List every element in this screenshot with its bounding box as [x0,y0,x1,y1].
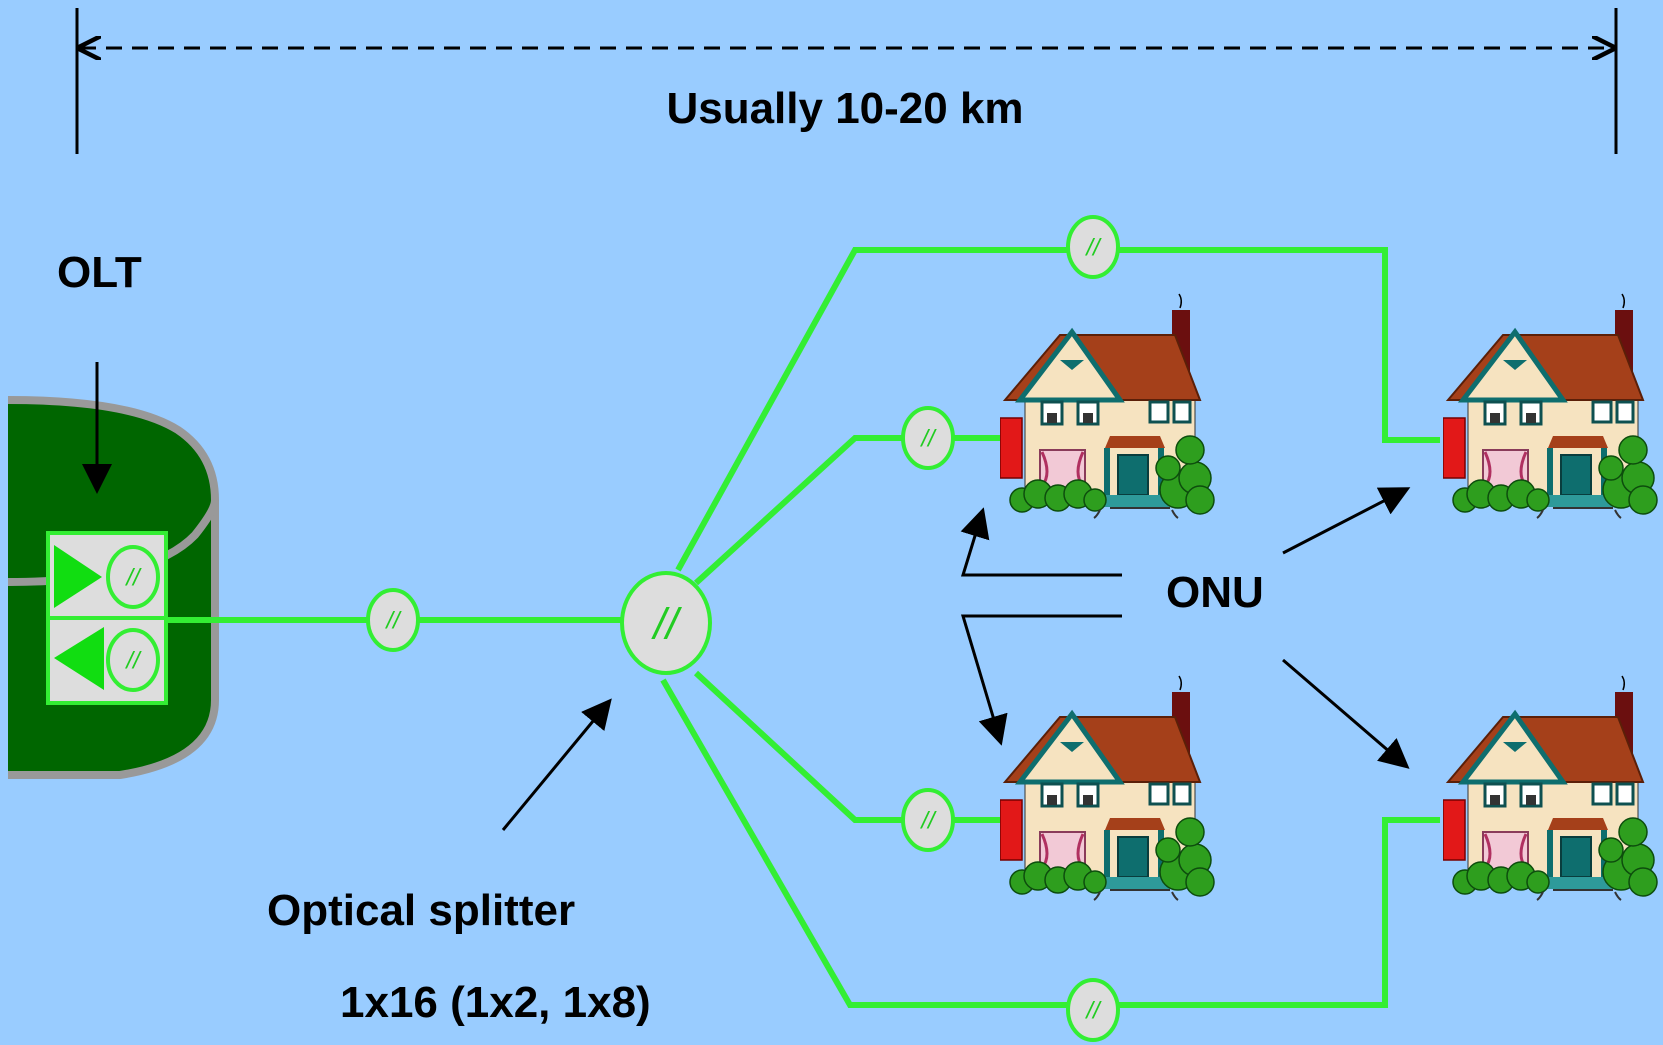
onu-arrow-upper-left [960,507,1122,577]
splitter-marker: // [620,571,712,675]
receive-triangle-icon [54,627,104,690]
fiber-marker-glyph: // [124,647,142,674]
olt-tx-marker: // [106,545,160,609]
splitter-ratio-label: 1x16 (1x2, 1x8) [340,978,651,1027]
fiber-marker-glyph: // [651,599,682,648]
fiber-marker-glyph: // [1084,997,1102,1024]
onu-arrow-lower-right [1282,658,1410,769]
lower-branch-marker: // [901,788,955,852]
splitter-arrow [501,698,612,831]
onu-label: ONU [1166,568,1264,617]
fiber-branch-top [675,247,1440,572]
fiber-marker-glyph: // [919,425,937,452]
fiber-marker-glyph: // [919,807,937,834]
fiber-markers: // // // // // // // // [106,215,1120,1042]
bottom-branch-marker: // [1066,978,1120,1042]
transmit-triangle-icon [54,545,102,608]
distance-label: Usually 10-20 km [666,84,1024,133]
house-icon [1443,676,1657,900]
house-icon [1000,294,1214,518]
olt-rx-marker: // [106,628,160,692]
fiber-marker-glyph: // [124,564,142,591]
fiber-marker-glyph: // [384,607,402,634]
onu-arrow-lower-left [960,614,1122,746]
splitter-label: Optical splitter [267,886,576,935]
top-branch-marker: // [1066,215,1120,279]
pointer-arrows [82,362,1411,831]
upper-branch-marker: // [901,406,955,470]
fiber-branch-bottom [660,678,1440,1008]
distance-dimension [75,8,1618,154]
onu-arrow-upper-right [1282,487,1411,555]
feeder-marker: // [366,588,420,652]
fiber-marker-glyph: // [1084,234,1102,261]
house-icon [1443,294,1657,518]
fiber-branch-lower [693,670,1005,823]
house-icon [1000,676,1214,900]
olt-label: OLT [57,248,142,297]
